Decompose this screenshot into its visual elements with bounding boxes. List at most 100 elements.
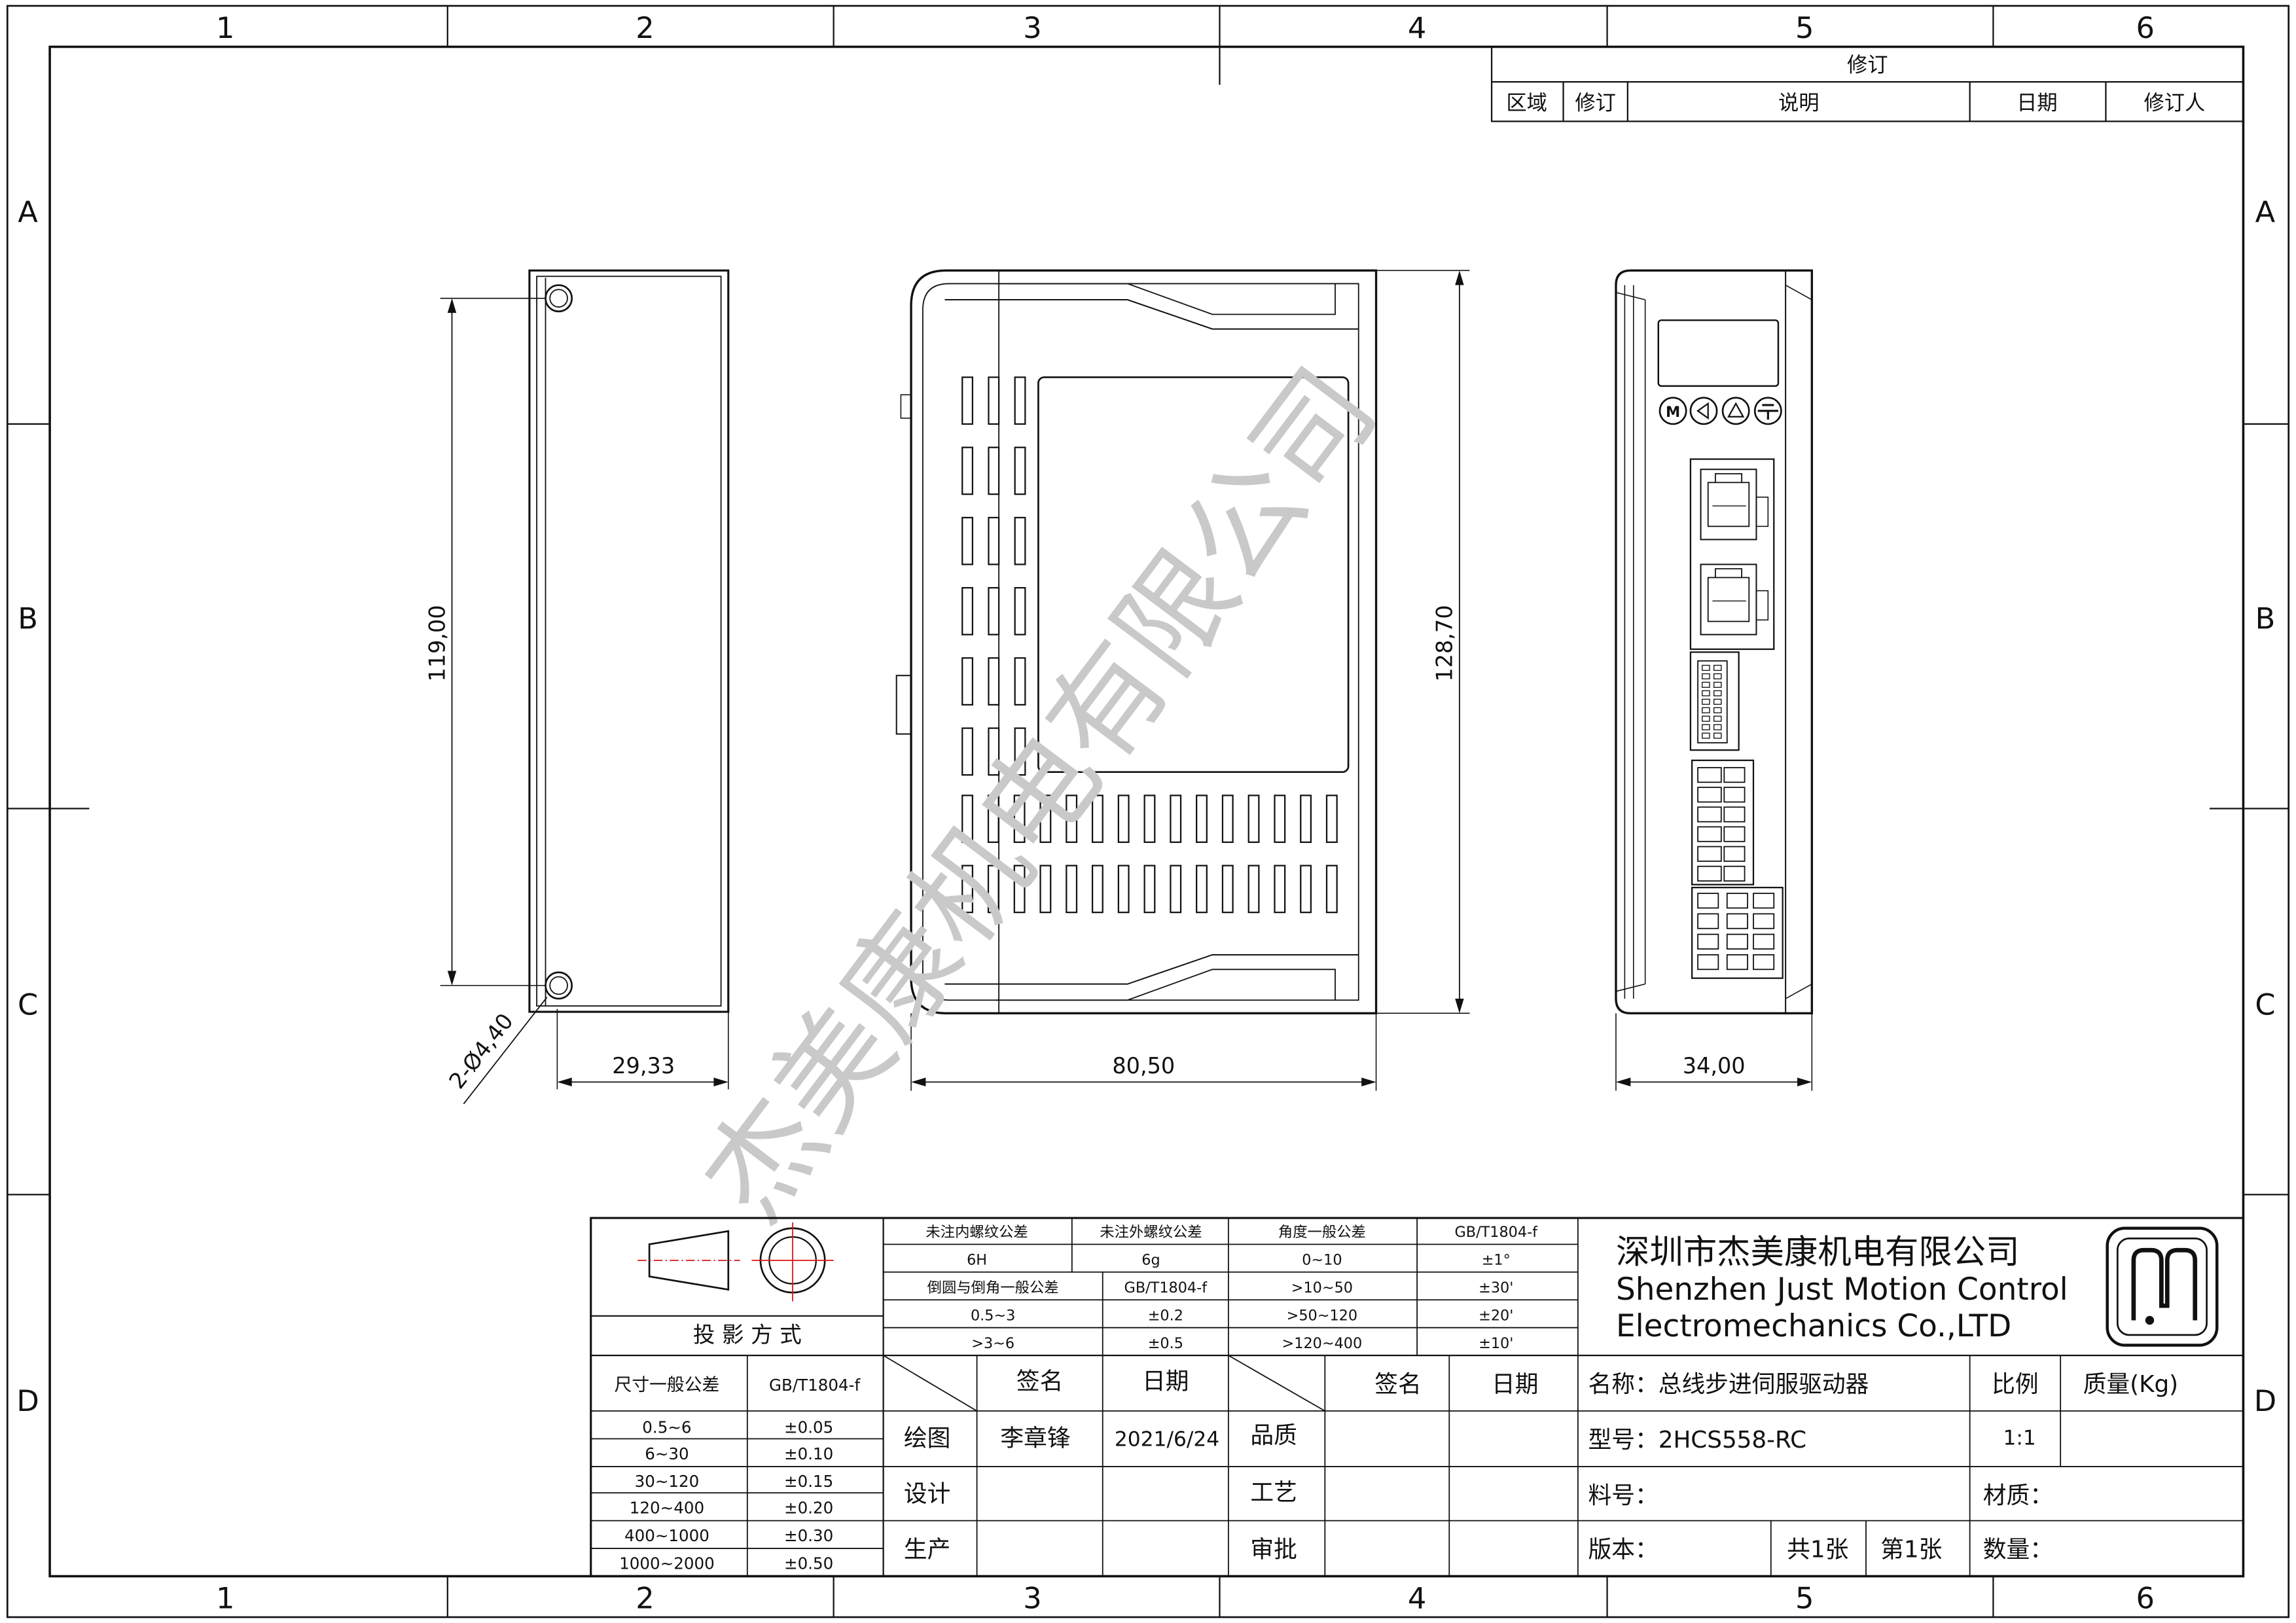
revision-table: 修订 区域 修订 说明 日期 修订人 [1490, 46, 2244, 122]
date-header-right: 日期 [1492, 1371, 1538, 1398]
vent-slot [988, 587, 1000, 635]
chamfer-tol-1: ±0.2 [1148, 1308, 1183, 1325]
signal-pin [1702, 698, 1710, 705]
rj45-ports [1689, 458, 1775, 651]
angle-range-1: 0~10 [1302, 1252, 1342, 1269]
company-name-en-1: Shenzhen Just Motion Control [1616, 1272, 2068, 1308]
terminal-block-lower [1691, 887, 1784, 979]
quantity-label: 数量： [1983, 1536, 2053, 1563]
revision-header-desc: 说明 [1778, 92, 1820, 115]
terminal-slot [1753, 913, 1775, 929]
dim-tol-3: ±0.15 [784, 1472, 833, 1491]
role-design: 设计 [904, 1481, 950, 1508]
terminal-slot [1723, 767, 1746, 783]
vent-slots-lower [961, 794, 1338, 914]
vent-slot [961, 446, 974, 495]
role-drawing: 绘图 [904, 1425, 950, 1452]
scale-label: 比例 [1992, 1371, 2038, 1398]
signal-pin [1713, 707, 1722, 713]
terminal-slot [1697, 913, 1719, 929]
angle-tol-1: ±1° [1482, 1252, 1511, 1269]
dim-range-1: 0.5~6 [642, 1418, 691, 1437]
terminal-slot [1697, 954, 1719, 971]
vent-slot [988, 376, 1000, 425]
tol-angle-standard: GB/T1804-f [1454, 1224, 1538, 1241]
dim-range-6: 1000~2000 [619, 1554, 715, 1573]
vent-slot [1325, 865, 1338, 914]
vent-slot [1014, 587, 1026, 635]
vent-slot [987, 865, 999, 914]
terminal-slot [1753, 933, 1775, 950]
enter-button-icon [1753, 397, 1782, 425]
front-view: 128,70 80,50 [895, 269, 1470, 1091]
vent-slot [1300, 865, 1312, 914]
vent-slot [1014, 727, 1026, 776]
terminal-slot [1753, 954, 1775, 971]
terminal-slot [1723, 826, 1746, 842]
dim-range-3: 30~120 [635, 1472, 700, 1491]
col-label-bottom-4: 4 [1408, 1582, 1426, 1616]
thread-external-value: 6g [1141, 1252, 1160, 1269]
signal-pin [1702, 664, 1710, 671]
vent-slot [988, 657, 1000, 706]
vent-slot [1014, 376, 1026, 425]
role-production: 生产 [904, 1536, 950, 1563]
vent-slot [961, 516, 974, 565]
col-label-bottom-6: 6 [2136, 1582, 2155, 1616]
col-label-top-2: 2 [636, 11, 654, 45]
version-label: 版本： [1588, 1536, 1659, 1563]
dim-tol-6: ±0.50 [784, 1554, 833, 1573]
terminal-slot [1726, 893, 1748, 909]
material-label: 材质： [1983, 1482, 2053, 1509]
thread-internal-value: 6H [967, 1252, 987, 1269]
company-logo [2106, 1226, 2219, 1347]
date-header: 日期 [1142, 1368, 1189, 1395]
row-label-right-c: C [2255, 988, 2275, 1022]
dim-tol-2: ±0.10 [784, 1444, 833, 1463]
material-number: 料号： [1588, 1482, 1659, 1509]
vent-slot [1091, 794, 1103, 844]
side-view: 119,00 2-Ø4,40 29,33 [424, 269, 730, 1105]
signal-pin [1702, 732, 1710, 739]
angle-tol-4: ±10' [1479, 1335, 1513, 1352]
row-label-left-b: B [18, 602, 38, 636]
terminal-slot [1697, 806, 1722, 823]
signal-pin [1702, 690, 1710, 696]
col-label-bottom-2: 2 [636, 1582, 654, 1616]
row-label-right-b: B [2255, 602, 2276, 636]
terminal-slot [1697, 893, 1719, 909]
vent-slot [1247, 794, 1260, 844]
vent-slot [1274, 865, 1286, 914]
col-label-bottom-1: 1 [216, 1582, 234, 1616]
row-label-left-a: A [18, 196, 38, 230]
vent-slot [1247, 865, 1260, 914]
vent-slot [1221, 865, 1234, 914]
vent-slot [988, 516, 1000, 565]
signal-pin [1702, 715, 1710, 722]
vent-slot [1014, 446, 1026, 495]
angle-tol-2: ±30' [1479, 1279, 1513, 1296]
vent-slot [1170, 794, 1182, 844]
dim-tol-4: ±0.20 [784, 1498, 833, 1517]
vent-slot [1014, 516, 1026, 565]
terminal-slot [1723, 787, 1746, 803]
vent-slot [1143, 794, 1156, 844]
front-buttons: M [1659, 397, 1782, 425]
vent-slot [961, 865, 974, 914]
row-label-left-c: C [18, 988, 38, 1022]
signal-pin [1702, 673, 1710, 680]
svg-text:M: M [1666, 404, 1680, 421]
vent-slot [1117, 794, 1130, 844]
terminal-slot [1697, 787, 1722, 803]
chamfer-standard: GB/T1804-f [1124, 1279, 1208, 1296]
dim-tol-label: 尺寸一般公差 [615, 1375, 720, 1395]
connector-view: M [1615, 269, 1814, 1091]
tol-angle-label: 角度一般公差 [1278, 1224, 1366, 1241]
sheet-number: 第1张 [1880, 1536, 1942, 1563]
vent-slot [1300, 794, 1312, 844]
led-display [1657, 319, 1780, 387]
role-approval: 审批 [1250, 1536, 1297, 1563]
terminal-slot [1697, 846, 1722, 862]
front-window [1037, 376, 1350, 774]
m-button-icon [1659, 397, 1687, 425]
